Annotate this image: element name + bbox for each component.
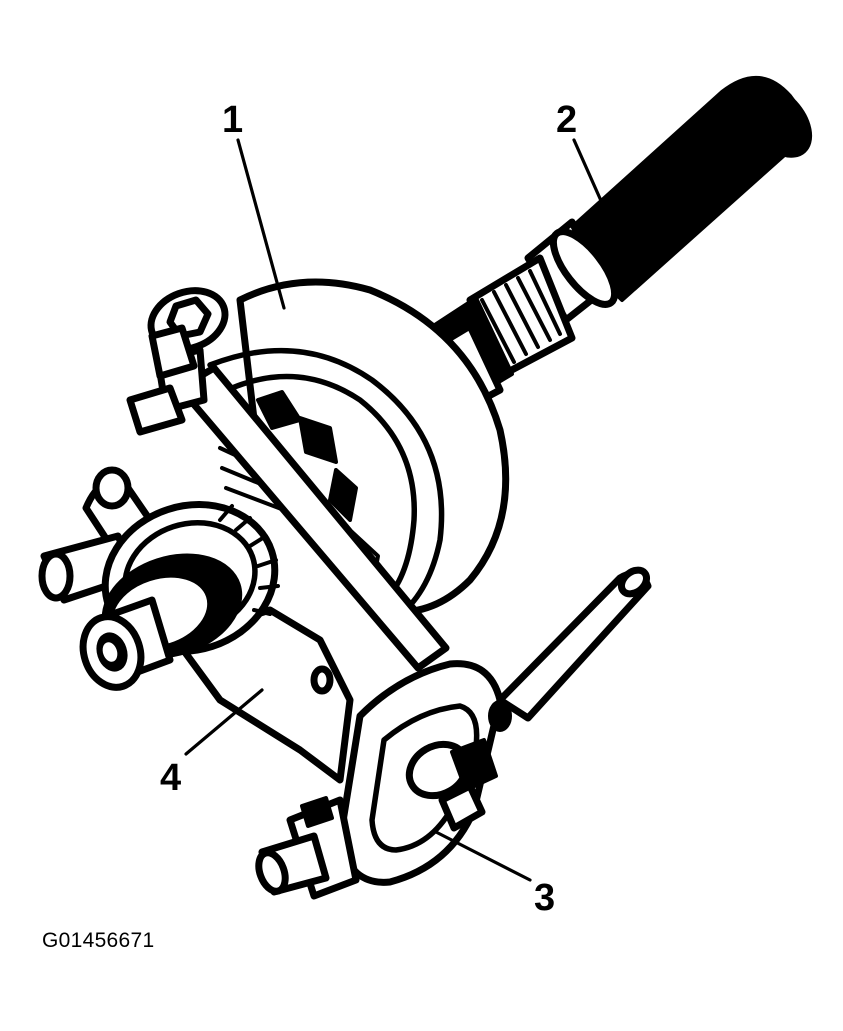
input-sleeve (79, 596, 174, 691)
gear-bracket-plate (38, 466, 354, 784)
shaft-spline-lines (480, 269, 562, 364)
leader-1 (236, 138, 286, 310)
clamp-plate-assembly (255, 566, 652, 900)
leader-2 (572, 138, 608, 214)
leader-4 (184, 688, 264, 756)
bottom-clip (255, 796, 360, 900)
callout-2: 2 (556, 99, 577, 141)
lever-arm (126, 287, 450, 672)
callout-3: 3 (534, 877, 555, 919)
leader-3 (434, 830, 532, 882)
callout-1: 1 (222, 99, 243, 141)
gear-teeth (218, 504, 280, 616)
stud-and-nut (405, 700, 512, 832)
figure-id: G01456671 (42, 929, 155, 952)
callout-4: 4 (160, 757, 181, 799)
output-shaft (422, 76, 813, 410)
leader-lines (184, 138, 608, 882)
